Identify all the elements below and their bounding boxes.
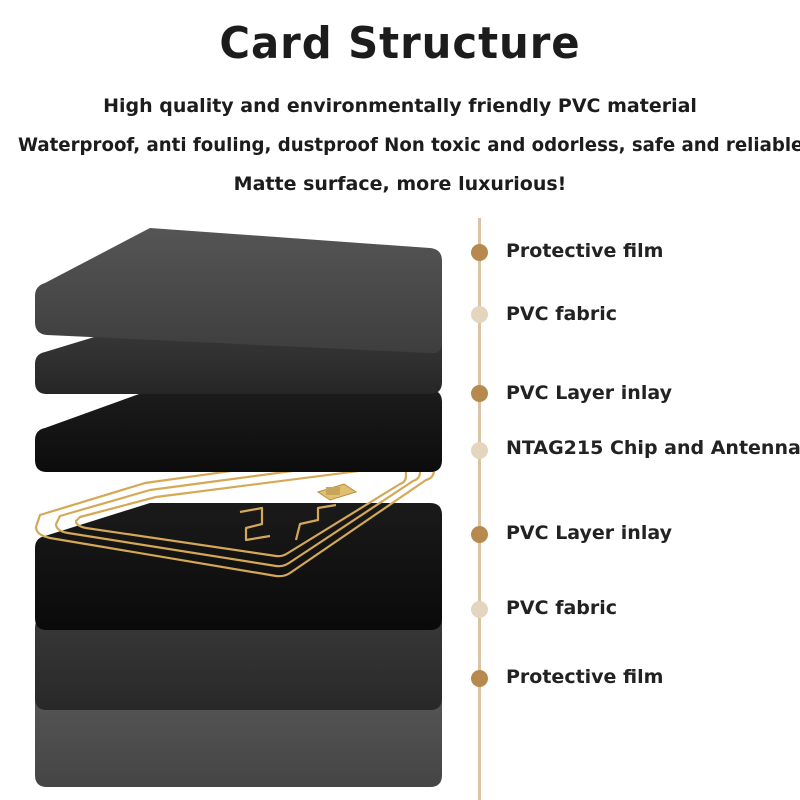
layer-protective-film-top <box>35 228 442 354</box>
layer-pvc-inlay-bottom <box>35 503 442 630</box>
layer-dot <box>471 244 488 261</box>
layer-label-pvc-fabric-bottom: PVC fabric <box>506 597 618 619</box>
layer-label-pvc-inlay-top: PVC Layer inlay <box>506 382 672 404</box>
subtitle-properties: Waterproof, anti fouling, dustproof Non … <box>18 134 800 156</box>
layer-dot <box>471 385 488 402</box>
layer-dot <box>471 670 488 687</box>
page-title: Card Structure <box>219 18 581 69</box>
subtitle-material: High quality and environmentally friendl… <box>103 95 697 117</box>
layer-label-protective-film-bottom: Protective film <box>506 666 664 688</box>
layer-dot <box>471 601 488 618</box>
layer-label-pvc-inlay-bottom: PVC Layer inlay <box>506 522 672 544</box>
ntag215-chip-icon <box>316 483 358 501</box>
layer-pvc-inlay-top <box>35 390 442 472</box>
layer-dot <box>471 526 488 543</box>
layer-dot <box>471 306 488 323</box>
subtitle-surface: Matte surface, more luxurious! <box>233 173 567 195</box>
layer-timeline <box>478 218 481 800</box>
layer-label-protective-film-top: Protective film <box>506 240 664 262</box>
layer-label-pvc-fabric-top: PVC fabric <box>506 303 618 325</box>
layer-dot <box>471 442 488 459</box>
layer-label-chip-antenna: NTAG215 Chip and Antenna <box>506 437 800 459</box>
